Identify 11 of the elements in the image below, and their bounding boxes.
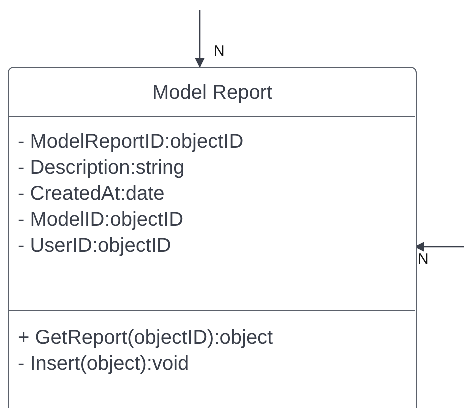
arrow	[195, 10, 205, 68]
attribute-text: - UserID:objectID	[18, 234, 172, 259]
method-text: + GetReport(objectID):object	[18, 326, 274, 351]
attribute-text: - CreatedAt:date	[18, 182, 165, 207]
attribute-text: - Description:string	[18, 156, 185, 181]
arrow	[414, 242, 464, 252]
class-name: Model Report	[151, 81, 274, 106]
attribute-text: - ModelReportID:objectID	[18, 130, 244, 155]
method-text: - Insert(object):void	[18, 352, 190, 377]
class-box	[8, 67, 417, 408]
attribute-text: - ModelID:objectID	[18, 208, 184, 233]
